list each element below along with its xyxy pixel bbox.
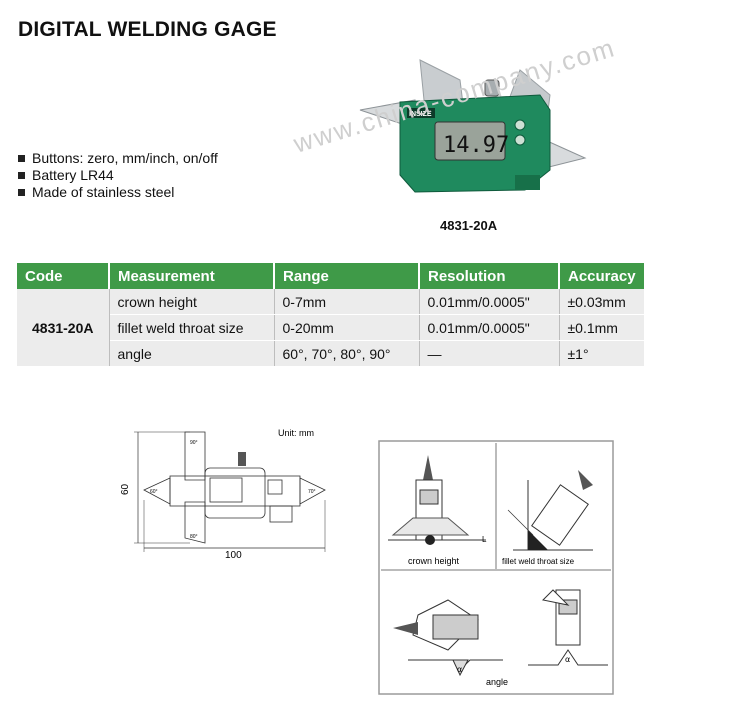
angle-illustration: α α angle	[393, 589, 608, 687]
product-photo: INSIZE 14.97	[359, 59, 587, 193]
mode-button-icon	[514, 134, 526, 146]
model-code: 4831-20A	[440, 218, 498, 233]
crown-height-label: crown height	[408, 556, 460, 566]
cell-code: 4831-20A	[17, 289, 110, 367]
angle-label: angle	[486, 677, 508, 687]
cell-range: 0-20mm	[274, 314, 420, 341]
fillet-weld-illustration: fillet weld throat size	[502, 470, 593, 566]
cell-accuracy: ±0.1mm	[559, 314, 644, 341]
lcd-display	[434, 121, 506, 161]
adjust-knob	[484, 79, 500, 97]
square-bullet-icon	[18, 172, 25, 179]
feature-item: Battery LR44	[18, 167, 218, 184]
table-row: angle 60°, 70°, 80°, 90° — ±1°	[17, 340, 644, 367]
header-resolution: Resolution	[419, 263, 560, 289]
spec-table: Code Measurement Range Resolution Accura…	[17, 263, 644, 367]
header-range: Range	[274, 263, 420, 289]
cell-measurement: fillet weld throat size	[109, 314, 275, 341]
cell-accuracy: ±1°	[559, 340, 644, 367]
table-header-row: Code Measurement Range Resolution Accura…	[17, 263, 644, 289]
fillet-label: fillet weld throat size	[502, 557, 575, 566]
cell-measurement: angle	[109, 340, 275, 367]
unit-label: Unit: mm	[278, 428, 314, 438]
page-title: DIGITAL WELDING GAGE	[18, 18, 277, 41]
svg-text:α: α	[565, 655, 570, 664]
feature-item: Buttons: zero, mm/inch, on/off	[18, 150, 218, 167]
height-dimension: 60	[120, 483, 131, 495]
svg-text:80°: 80°	[190, 534, 198, 540]
square-bullet-icon	[18, 189, 25, 196]
crown-height-illustration: L crown height	[388, 455, 487, 566]
header-measurement: Measurement	[109, 263, 275, 289]
cell-range: 60°, 70°, 80°, 90°	[274, 340, 420, 367]
usage-illustrations: L crown height fillet weld throat size α…	[378, 440, 614, 695]
brand-logo	[407, 108, 435, 118]
cell-resolution: —	[419, 340, 560, 367]
cell-range: 0-7mm	[274, 289, 420, 315]
lcd-value: 14.97	[443, 133, 509, 158]
feature-list: Buttons: zero, mm/inch, on/off Battery L…	[18, 150, 218, 201]
cell-resolution: 0.01mm/0.0005"	[419, 314, 560, 341]
width-dimension: 100	[225, 550, 242, 560]
serrated-jaw	[515, 175, 540, 190]
square-bullet-icon	[18, 155, 25, 162]
dimension-drawing: Unit: mm 60 100 90° 60° 70° 80°	[120, 428, 326, 560]
svg-text:L: L	[482, 535, 487, 544]
cell-resolution: 0.01mm/0.0005"	[419, 289, 560, 315]
zero-button-icon	[514, 119, 526, 131]
cell-accuracy: ±0.03mm	[559, 289, 644, 315]
header-accuracy: Accuracy	[559, 263, 644, 289]
table-row: fillet weld throat size 0-20mm 0.01mm/0.…	[17, 314, 644, 341]
svg-text:70°: 70°	[308, 489, 316, 495]
header-code: Code	[17, 263, 110, 289]
cell-measurement: crown height	[109, 289, 275, 315]
svg-text:90°: 90°	[190, 440, 198, 446]
table-row: 4831-20A crown height 0-7mm 0.01mm/0.000…	[17, 289, 644, 367]
svg-text:α: α	[457, 665, 462, 674]
svg-text:60°: 60°	[150, 489, 158, 495]
feature-item: Made of stainless steel	[18, 184, 218, 201]
brand-text: INSIZE	[409, 111, 432, 118]
